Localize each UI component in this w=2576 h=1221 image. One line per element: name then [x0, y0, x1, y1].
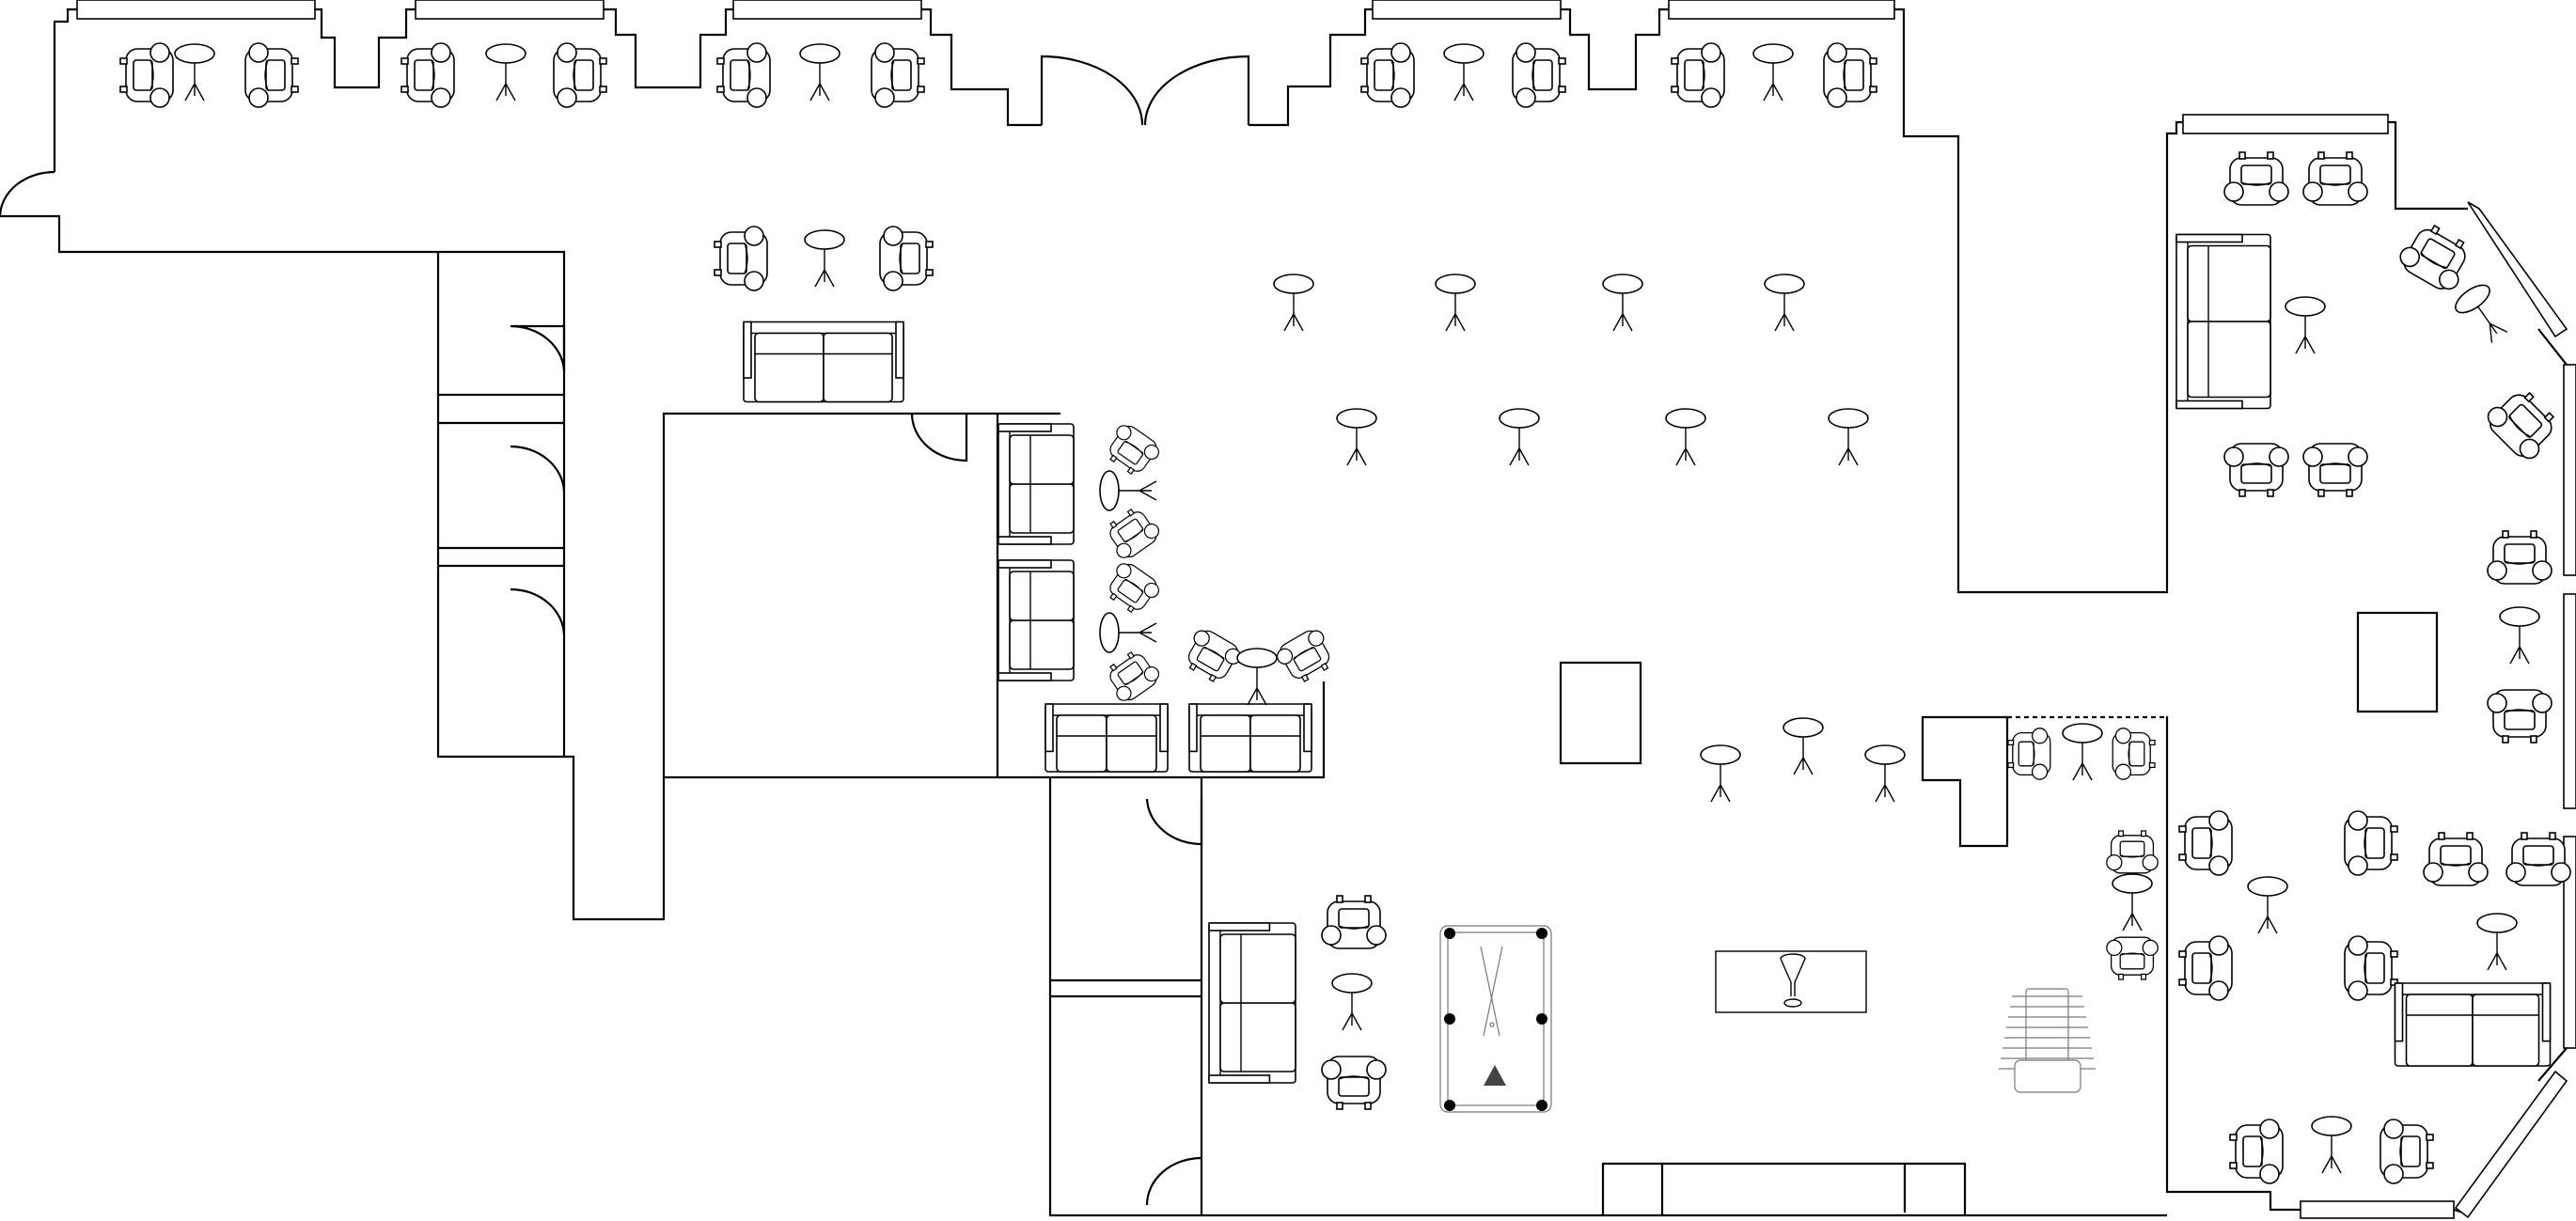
- stool-table-icon: [1336, 408, 1377, 466]
- armchair-icon: [2229, 1119, 2284, 1184]
- armchair-icon: [401, 42, 455, 108]
- windows: [76, 0, 2576, 1219]
- armchair-icon: [2302, 151, 2368, 206]
- stool-table-icon: [1273, 274, 1314, 332]
- stool-table-icon: [804, 229, 845, 288]
- stool-table-icon: [1435, 274, 1476, 332]
- foosball-table-icon: [1999, 988, 2096, 1093]
- armchair-icon: [2380, 1119, 2434, 1184]
- stool-table-icon: [1665, 408, 1706, 466]
- armchair-icon: [119, 42, 174, 108]
- stool-table-icon: [174, 43, 215, 102]
- armchair-icon: [2344, 935, 2398, 1001]
- armchair-icon: [2302, 443, 2368, 497]
- stool-table-icon: [2476, 913, 2518, 971]
- doors: [0, 55, 1250, 1206]
- stool-table-icon: [1828, 408, 1869, 466]
- armchair-icon: [871, 42, 925, 108]
- armchair-icon: [714, 226, 768, 291]
- stool-table-icon: [1236, 648, 1278, 706]
- stool-table-icon: [1864, 744, 1906, 803]
- armchair-icon: [1109, 508, 1160, 558]
- armchair-icon: [879, 226, 934, 291]
- armchair-icon: [1187, 630, 1242, 682]
- stool-table-icon: [1099, 470, 1157, 511]
- sofa-icon: [1045, 703, 1169, 773]
- armchair-icon: [2399, 224, 2466, 290]
- armchair-icon: [1109, 563, 1160, 614]
- armchair-icon: [2178, 935, 2233, 1001]
- armchair-icon: [2487, 530, 2552, 585]
- sofa-icon: [1208, 922, 1296, 1084]
- armchair-icon: [2112, 728, 2156, 780]
- armchair-icon: [2505, 832, 2571, 886]
- armchair-icon: [1109, 650, 1160, 701]
- armchair-icon: [2223, 151, 2289, 206]
- stool-table-icon: [799, 43, 840, 102]
- sofa-icon: [743, 321, 904, 403]
- armchair-icon: [1823, 42, 1877, 108]
- stool-table-icon: [1752, 43, 1794, 102]
- armchair-icon: [2423, 832, 2489, 886]
- sofa-icon: [1188, 703, 1312, 773]
- armchair-icon: [1512, 42, 1566, 108]
- armchair-icon: [1276, 630, 1330, 682]
- stool-table-icon: [2247, 876, 2288, 934]
- stool-table-icon: [2285, 296, 2326, 354]
- armchair-icon: [244, 42, 299, 108]
- stool-table-icon: [1602, 274, 1643, 332]
- stool-table-icon: [1499, 408, 1540, 466]
- sofa-icon: [2394, 982, 2552, 1067]
- armchair-icon: [2223, 443, 2289, 497]
- armchair-icon: [716, 42, 771, 108]
- stool-table-icon: [2311, 1116, 2352, 1174]
- pool-table-icon: [1439, 925, 1552, 1113]
- stool-table-icon: [2455, 284, 2508, 343]
- armchair-icon: [2344, 810, 2398, 876]
- stool-table-icon: [2062, 723, 2103, 781]
- armchair-icon: [553, 42, 607, 108]
- armchair-icon: [2106, 936, 2159, 980]
- armchair-icon: [1321, 895, 1387, 949]
- armchair-icon: [2487, 689, 2552, 744]
- sofa-icon: [997, 559, 1075, 681]
- stool-table-icon: [485, 43, 526, 102]
- walls: [0, 8, 2568, 1217]
- stool-table-icon: [1443, 43, 1484, 102]
- stool-table-icon: [2112, 873, 2153, 931]
- armchair-icon: [1321, 1056, 1387, 1110]
- armchair-icon: [2487, 391, 2555, 460]
- armchair-icon: [1360, 42, 1415, 108]
- stool-table-icon: [1331, 973, 1373, 1031]
- stool-table-icon: [1700, 744, 1741, 803]
- sofa-icon: [997, 423, 1075, 545]
- stool-table-icon: [1783, 717, 1824, 775]
- armchair-icon: [2007, 728, 2051, 780]
- armchair-icon: [1671, 42, 1725, 108]
- sofa-icon: [2175, 233, 2271, 410]
- armchair-icon: [2106, 830, 2159, 874]
- furniture: [119, 42, 2571, 1184]
- stool-table-icon: [2499, 606, 2540, 665]
- stool-table-icon: [1099, 612, 1157, 653]
- bar-counter-icon: [1715, 950, 1867, 1013]
- armchair-icon: [2178, 810, 2233, 876]
- stool-table-icon: [1764, 274, 1805, 332]
- armchair-icon: [1109, 425, 1160, 476]
